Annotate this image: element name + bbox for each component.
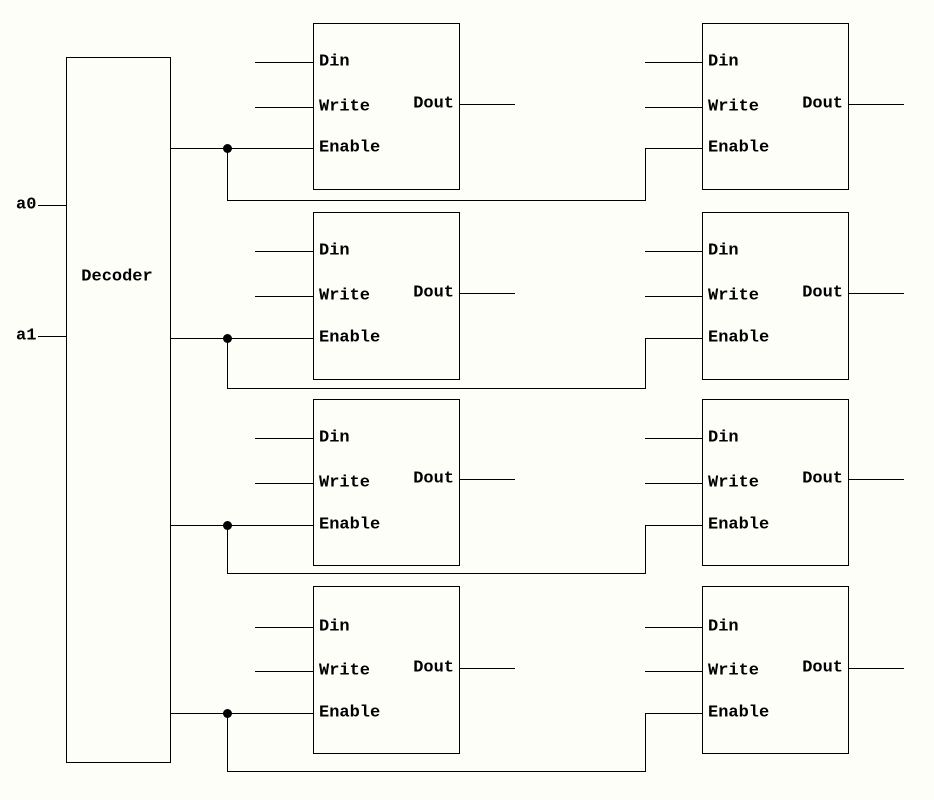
wire-enable-stub-r4c2: [645, 713, 702, 714]
write-label-r4c2: Write: [708, 661, 760, 681]
din-label-r3c1: Din: [319, 428, 350, 448]
wire-routing-r4: [227, 771, 646, 772]
wire-branch-down-r1: [227, 148, 228, 201]
wire-routing-r1: [227, 200, 646, 201]
wire-branch-up-r4: [645, 713, 646, 772]
memory-cell-r1c2: [702, 23, 849, 190]
wire-branch-down-r3: [227, 525, 228, 574]
enable-label-r2c2: Enable: [708, 328, 770, 348]
dout-label-r1c1: Dout: [413, 94, 454, 114]
memory-cell-r1c1: [313, 23, 460, 190]
wire-routing-r2: [227, 388, 646, 389]
memory-cell-r4c1: [313, 586, 460, 754]
din-label-r2c2: Din: [708, 241, 739, 261]
write-label-r1c2: Write: [708, 97, 760, 117]
enable-label-r4c2: Enable: [708, 703, 770, 723]
wire-write-stub-r2c2: [645, 296, 702, 297]
wire-address-a0: [38, 205, 66, 206]
wire-dout-r1c2: [848, 104, 904, 105]
wire-write-stub-r1c1: [255, 107, 313, 108]
wire-din-stub-r2c2: [645, 251, 702, 252]
wire-dout-r2c1: [460, 293, 515, 294]
wire-decoder-enable-r3: [171, 525, 313, 526]
wire-dout-r4c1: [460, 668, 515, 669]
wire-enable-stub-r2c2: [645, 338, 702, 339]
wire-din-stub-r3c1: [255, 438, 313, 439]
wire-dout-r2c2: [848, 293, 904, 294]
din-label-r4c2: Din: [708, 617, 739, 637]
wire-din-stub-r1c1: [255, 62, 313, 63]
enable-label-r3c1: Enable: [319, 515, 381, 535]
wire-decoder-enable-r2: [171, 338, 313, 339]
wire-write-stub-r4c1: [255, 671, 313, 672]
wire-enable-stub-r3c2: [645, 525, 702, 526]
memory-cell-r3c1: [313, 399, 460, 566]
wire-decoder-enable-r1: [171, 148, 313, 149]
memory-cell-r2c1: [313, 212, 460, 380]
write-label-r1c1: Write: [319, 97, 371, 117]
enable-label-r1c2: Enable: [708, 138, 770, 158]
wire-din-stub-r1c2: [645, 62, 702, 63]
dout-label-r2c2: Dout: [802, 283, 843, 303]
enable-label-r3c2: Enable: [708, 515, 770, 535]
wire-dout-r1c1: [460, 104, 515, 105]
address-input-label-a0: a0: [16, 195, 37, 215]
wire-branch-down-r2: [227, 338, 228, 389]
memory-cell-r4c2: [702, 586, 849, 754]
wire-write-stub-r3c2: [645, 483, 702, 484]
wire-branch-up-r1: [645, 148, 646, 201]
decoder-label: Decoder: [81, 267, 153, 287]
write-label-r4c1: Write: [319, 661, 371, 681]
wire-write-stub-r2c1: [255, 296, 313, 297]
wire-dout-r3c1: [460, 479, 515, 480]
wire-dout-r3c2: [848, 479, 904, 480]
wire-din-stub-r2c1: [255, 251, 313, 252]
wire-din-stub-r4c1: [255, 627, 313, 628]
wire-din-stub-r4c2: [645, 627, 702, 628]
wire-decoder-enable-r4: [171, 713, 313, 714]
write-label-r2c2: Write: [708, 286, 760, 306]
enable-label-r2c1: Enable: [319, 328, 381, 348]
dout-label-r4c1: Dout: [413, 658, 454, 678]
memory-cell-r2c2: [702, 212, 849, 380]
din-label-r3c2: Din: [708, 428, 739, 448]
wire-enable-stub-r1c2: [645, 148, 702, 149]
enable-label-r4c1: Enable: [319, 703, 381, 723]
dout-label-r4c2: Dout: [802, 658, 843, 678]
wire-write-stub-r3c1: [255, 483, 313, 484]
dout-label-r2c1: Dout: [413, 283, 454, 303]
wire-routing-r3: [227, 573, 646, 574]
wire-branch-up-r3: [645, 525, 646, 574]
wire-address-a1: [38, 336, 66, 337]
decoder-box: [66, 57, 171, 763]
enable-label-r1c1: Enable: [319, 138, 381, 158]
memory-cell-r3c2: [702, 399, 849, 566]
din-label-r1c1: Din: [319, 52, 350, 72]
wire-write-stub-r4c2: [645, 671, 702, 672]
din-label-r1c2: Din: [708, 52, 739, 72]
wire-dout-r4c2: [848, 668, 904, 669]
wire-din-stub-r3c2: [645, 438, 702, 439]
write-label-r3c2: Write: [708, 473, 760, 493]
address-input-label-a1: a1: [16, 326, 37, 346]
dout-label-r3c1: Dout: [413, 469, 454, 489]
dout-label-r3c2: Dout: [802, 469, 843, 489]
write-label-r2c1: Write: [319, 286, 371, 306]
wire-branch-down-r4: [227, 713, 228, 772]
dout-label-r1c2: Dout: [802, 94, 843, 114]
din-label-r4c1: Din: [319, 617, 350, 637]
wire-write-stub-r1c2: [645, 107, 702, 108]
wire-branch-up-r2: [645, 338, 646, 389]
din-label-r2c1: Din: [319, 241, 350, 261]
write-label-r3c1: Write: [319, 473, 371, 493]
